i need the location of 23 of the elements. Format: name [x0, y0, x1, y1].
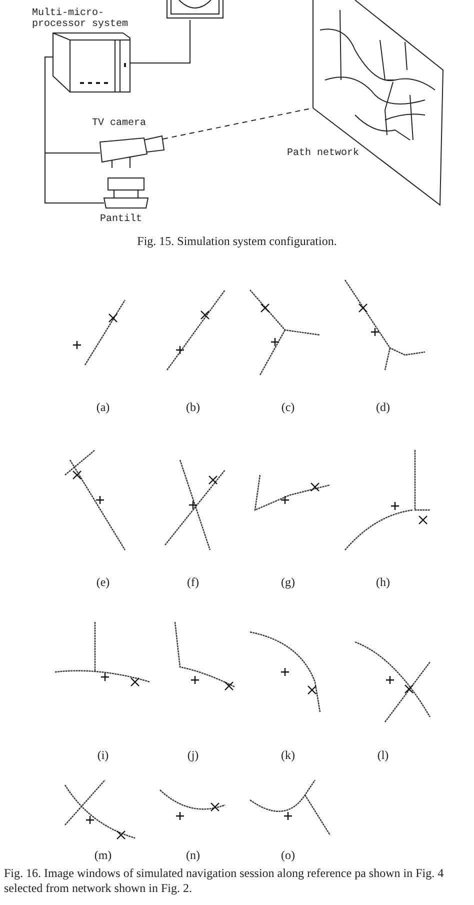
cable-line	[44, 56, 104, 204]
panel-label: (e)	[95, 575, 111, 590]
panel-label: (m)	[93, 848, 113, 863]
figure-caption: Fig. 15. Simulation system configuration.	[136, 234, 338, 249]
component-label: TV camera	[92, 118, 148, 129]
component-label: Multi-micro- processor system	[32, 8, 130, 30]
panel-label: (a)	[95, 400, 111, 415]
panel-label: (j)	[186, 748, 200, 763]
panel-label: (h)	[375, 575, 391, 590]
panel-label: (i)	[96, 748, 110, 763]
figure-caption: Fig. 16. Image windows of simulated navigation session along reference pa shown in Fig. 4 selected from network shown in Fig. 2.	[4, 866, 445, 896]
component-label: Path network	[287, 148, 360, 159]
component-label: Pantilt	[100, 214, 144, 225]
panel-label: (o)	[280, 848, 296, 863]
panel-label: (b)	[185, 400, 201, 415]
panel-label: (c)	[280, 400, 296, 415]
panel-label: (k)	[280, 748, 296, 763]
panel-label: (d)	[375, 400, 391, 415]
panel-label: (l)	[376, 748, 390, 763]
cable-line	[130, 20, 190, 64]
panel-label: (g)	[280, 575, 296, 590]
panel-label: (f)	[186, 575, 200, 590]
panel-label: (n)	[185, 848, 201, 863]
